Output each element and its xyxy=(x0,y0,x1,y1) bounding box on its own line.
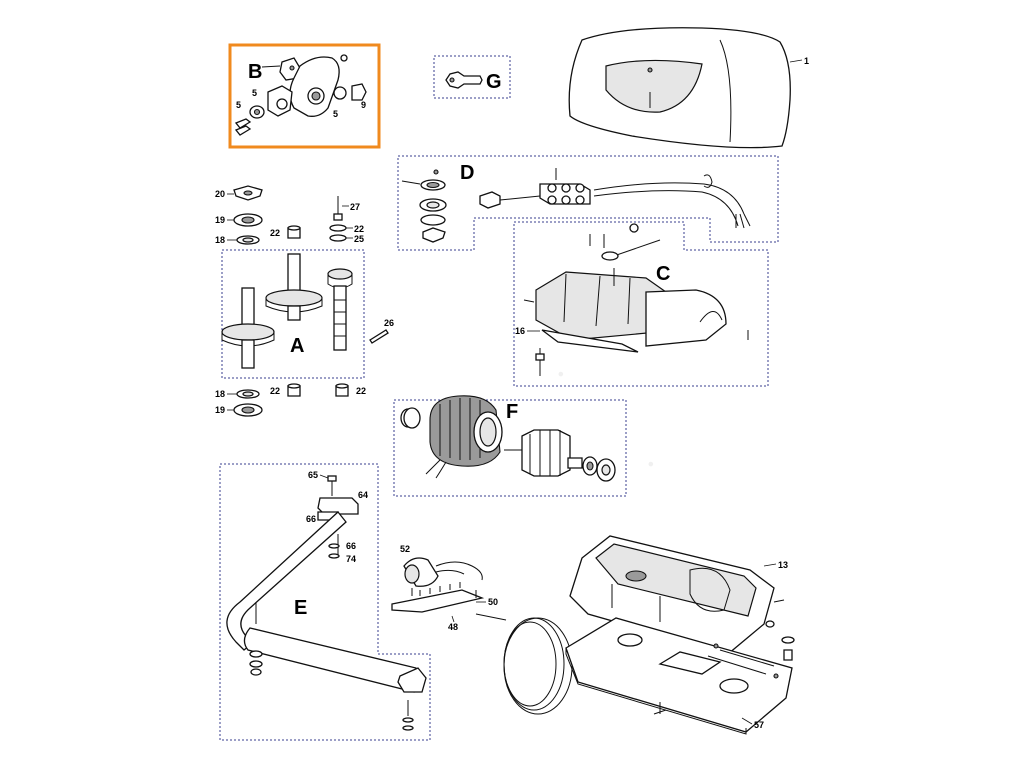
group-f[interactable]: F xyxy=(393,395,627,497)
group-g-label: G xyxy=(486,71,502,93)
pin-26[interactable]: 26 xyxy=(369,318,394,344)
svg-text:16: 16 xyxy=(515,326,525,336)
motor-cover[interactable]: 1 xyxy=(568,27,809,149)
group-d-frame xyxy=(397,155,779,251)
group-b-label: B xyxy=(248,61,262,83)
svg-text:25: 25 xyxy=(354,234,364,244)
bearing-stack-bottom[interactable]: 18 19 22 22 xyxy=(215,383,366,417)
svg-text:26: 26 xyxy=(384,318,394,328)
gasket xyxy=(541,329,639,353)
group-a-frame xyxy=(221,249,365,379)
svg-text:9: 9 xyxy=(361,100,366,110)
arm-bracket xyxy=(317,497,359,515)
svg-text:5: 5 xyxy=(333,109,338,119)
group-d-label: D xyxy=(460,162,474,184)
svg-text:13: 13 xyxy=(778,560,788,570)
svg-text:64: 64 xyxy=(358,490,368,500)
group-a-label: A xyxy=(290,335,304,357)
gear-large-center xyxy=(265,289,323,307)
gear-large-left xyxy=(221,323,275,341)
group-f-frame xyxy=(393,399,627,497)
svg-text:22: 22 xyxy=(354,224,364,234)
watermark: • • xyxy=(556,366,657,474)
group-c[interactable]: C 16 xyxy=(513,221,769,387)
svg-text:52: 52 xyxy=(400,544,410,554)
group-b-highlight-frame xyxy=(228,43,381,149)
svg-text:19: 19 xyxy=(215,215,225,225)
gear-small-right xyxy=(327,268,353,280)
svg-text:20: 20 xyxy=(215,189,225,199)
svg-text:66: 66 xyxy=(346,541,356,551)
base-plate[interactable]: 57 xyxy=(565,617,793,735)
group-e-frame xyxy=(219,463,431,741)
limit-switch-cap xyxy=(479,191,501,209)
gearbox-bell xyxy=(645,289,727,347)
group-g[interactable]: G xyxy=(433,55,511,99)
bearing-stack-top[interactable]: 20 19 18 xyxy=(215,185,263,245)
cover-window xyxy=(605,59,703,113)
group-b[interactable]: B 5 5 5 9 xyxy=(228,43,381,149)
terminal-strip xyxy=(391,589,485,613)
svg-text:22: 22 xyxy=(270,228,280,238)
key-icon xyxy=(445,71,483,89)
base-housing[interactable]: 13 xyxy=(569,535,795,661)
arm-end-socket xyxy=(397,667,427,693)
svg-text:5: 5 xyxy=(252,88,257,98)
group-c-label: C xyxy=(656,263,670,285)
lock-keys xyxy=(234,118,252,136)
svg-text:65: 65 xyxy=(308,470,318,480)
svg-text:50: 50 xyxy=(488,597,498,607)
group-c-frame xyxy=(513,221,769,387)
svg-text:74: 74 xyxy=(346,554,356,564)
arm-curved xyxy=(226,511,347,651)
svg-text:•: • xyxy=(646,456,657,474)
svg-text:•: • xyxy=(556,366,567,384)
bushings-top[interactable]: 22 27 22 25 xyxy=(270,196,364,244)
svg-text:18: 18 xyxy=(215,389,225,399)
svg-text:57: 57 xyxy=(754,720,764,730)
group-e-label: E xyxy=(294,597,307,619)
svg-text:27: 27 xyxy=(350,202,360,212)
group-f-label: F xyxy=(506,401,518,423)
svg-text:1: 1 xyxy=(804,56,809,66)
svg-text:66: 66 xyxy=(306,514,316,524)
svg-text:5: 5 xyxy=(236,100,241,110)
group-g-frame xyxy=(433,55,511,99)
svg-text:48: 48 xyxy=(448,622,458,632)
limit-switch-assembly[interactable]: 52 50 48 xyxy=(391,544,573,715)
group-e[interactable]: E 65 64 66 66 74 xyxy=(219,463,431,741)
svg-text:18: 18 xyxy=(215,235,225,245)
group-d[interactable]: D xyxy=(397,155,779,251)
svg-text:19: 19 xyxy=(215,405,225,415)
svg-text:22: 22 xyxy=(356,386,366,396)
motor-rotor xyxy=(521,429,571,477)
svg-text:22: 22 xyxy=(270,386,280,396)
arm-straight xyxy=(243,627,421,693)
group-a[interactable]: A xyxy=(221,249,365,379)
base-plate-57 xyxy=(565,617,793,733)
